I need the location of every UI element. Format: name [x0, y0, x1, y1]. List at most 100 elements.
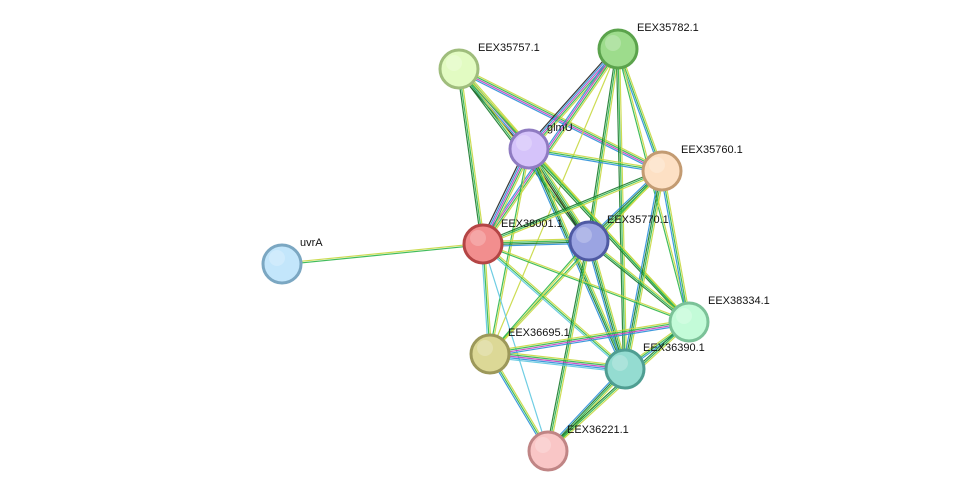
edge-strand-blue — [528, 150, 662, 174]
edge-strand-blue — [527, 47, 618, 149]
edge-strand-green — [490, 351, 626, 368]
node-label: EEX36221.1 — [567, 424, 629, 436]
edge-eex38001-eex38334 — [482, 242, 690, 324]
edge-eex35770-eex36221 — [545, 240, 592, 452]
edge-strand-green — [588, 240, 690, 323]
edge-eex35770-eex38334 — [587, 239, 691, 324]
edge-strand-dark_green — [545, 240, 588, 451]
edge-strand-green — [547, 240, 590, 452]
edge-strand-dark_green — [623, 170, 662, 370]
edge-strand-green — [459, 67, 663, 171]
edge-eex35760-eex38001 — [482, 168, 663, 247]
edge-strand-yellow — [663, 170, 692, 322]
edge-strand-blue — [489, 355, 625, 372]
edge-eex35760-eex38334 — [659, 170, 692, 323]
edge-eex35760-eex36390 — [622, 170, 665, 370]
edge-strand-yellow — [589, 239, 691, 322]
node-highlight — [477, 340, 493, 356]
edge-strand-green — [282, 244, 484, 266]
edge-strand-blue — [622, 170, 661, 369]
node-label: EEX35757.1 — [478, 42, 540, 54]
edge-strand-yellow — [484, 50, 621, 246]
edge-strand-yellow — [490, 148, 531, 355]
edge-strand-yellow — [483, 242, 627, 369]
node-circle — [568, 220, 610, 262]
edge-eex35770-eex36695 — [488, 240, 591, 355]
edge-strand-yellow — [590, 49, 621, 242]
node-highlight — [516, 135, 532, 151]
nodes-layer: EEX35782.1 EEX35757.1 glmU EEX35760.1 EE… — [261, 22, 770, 472]
node-eex36695[interactable]: EEX36695.1 — [469, 327, 570, 375]
edge-strand-green — [528, 148, 690, 323]
edge-strand-yellow — [549, 241, 592, 452]
node-eex36221[interactable]: EEX36221.1 — [527, 424, 629, 472]
edge-eex36695-eex38334 — [489, 319, 690, 357]
node-highlight — [649, 157, 665, 173]
node-label: EEX35770.1 — [607, 214, 669, 226]
edge-strand-yellow — [483, 242, 690, 322]
node-circle — [604, 348, 646, 390]
node-highlight — [470, 230, 486, 246]
node-glmu[interactable]: glmU — [508, 122, 573, 170]
node-eex36390[interactable]: EEX36390.1 — [604, 342, 705, 390]
edge-strand-green — [483, 49, 620, 245]
node-label: EEX36695.1 — [508, 327, 570, 339]
edge-uvra-eex38001 — [281, 242, 484, 266]
node-circle — [527, 430, 569, 472]
edge-strand-lightblue — [489, 356, 625, 373]
node-label: glmU — [547, 122, 573, 134]
edge-strand-yellow — [281, 242, 483, 264]
edge-strand-yellow — [529, 146, 663, 170]
node-label: EEX35782.1 — [637, 22, 699, 34]
node-label: EEX38334.1 — [708, 295, 770, 307]
edge-eex35757-eex38001 — [456, 68, 486, 245]
node-highlight — [446, 55, 462, 71]
edge-strand-dark_green — [587, 241, 689, 324]
node-highlight — [535, 437, 551, 453]
node-eex35770[interactable]: EEX35770.1 — [568, 214, 669, 262]
node-circle — [469, 333, 511, 375]
edge-strand-green — [488, 148, 529, 355]
edge-strand-black — [526, 46, 617, 148]
edge-strand-dark_green — [482, 168, 662, 244]
edge-strand-dark_green — [615, 48, 624, 370]
node-label: uvrA — [300, 237, 323, 249]
node-label: EEX38001.1 — [501, 218, 563, 230]
node-eex38334[interactable]: EEX38334.1 — [668, 295, 770, 343]
edge-strand-yellow — [626, 171, 665, 370]
node-highlight — [676, 308, 692, 324]
node-circle — [438, 48, 480, 90]
edge-strand-yellow — [489, 319, 689, 353]
edge-strand-blue — [659, 171, 688, 323]
edge-strand-green — [482, 243, 626, 370]
edge-eex35757-eex35760 — [457, 66, 664, 174]
edge-eex35770-eex36390 — [586, 240, 628, 370]
node-circle — [597, 28, 639, 70]
node-circle — [508, 128, 550, 170]
edge-strand-yellow — [460, 68, 486, 244]
node-highlight — [576, 227, 592, 243]
edge-strand-green — [528, 148, 663, 172]
node-eex35757[interactable]: EEX35757.1 — [438, 42, 540, 90]
edge-strand-green — [458, 68, 484, 245]
node-highlight — [605, 35, 621, 51]
edge-strand-green — [488, 240, 589, 354]
edge-strand-blue — [586, 241, 624, 370]
edge-strand-green — [482, 244, 689, 324]
edge-strand-green — [617, 48, 663, 172]
edge-strand-green — [588, 48, 619, 242]
edge-glmu-eex36695 — [488, 148, 531, 355]
node-eex35782[interactable]: EEX35782.1 — [597, 22, 699, 70]
edge-strand-green — [625, 170, 664, 370]
node-eex35760[interactable]: EEX35760.1 — [641, 144, 743, 192]
edge-eex35782-eex38001 — [480, 47, 621, 246]
edge-eex38001-eex36390 — [481, 242, 627, 371]
edge-strand-green — [661, 170, 690, 323]
edge-strand-lightblue — [481, 244, 625, 371]
node-uvra[interactable]: uvrA — [261, 237, 323, 285]
edge-strand-green — [589, 240, 627, 369]
edge-strand-magenta — [489, 353, 626, 370]
edge-glmu-eex35760 — [528, 146, 663, 174]
node-eex38001[interactable]: EEX38001.1 — [462, 218, 563, 265]
